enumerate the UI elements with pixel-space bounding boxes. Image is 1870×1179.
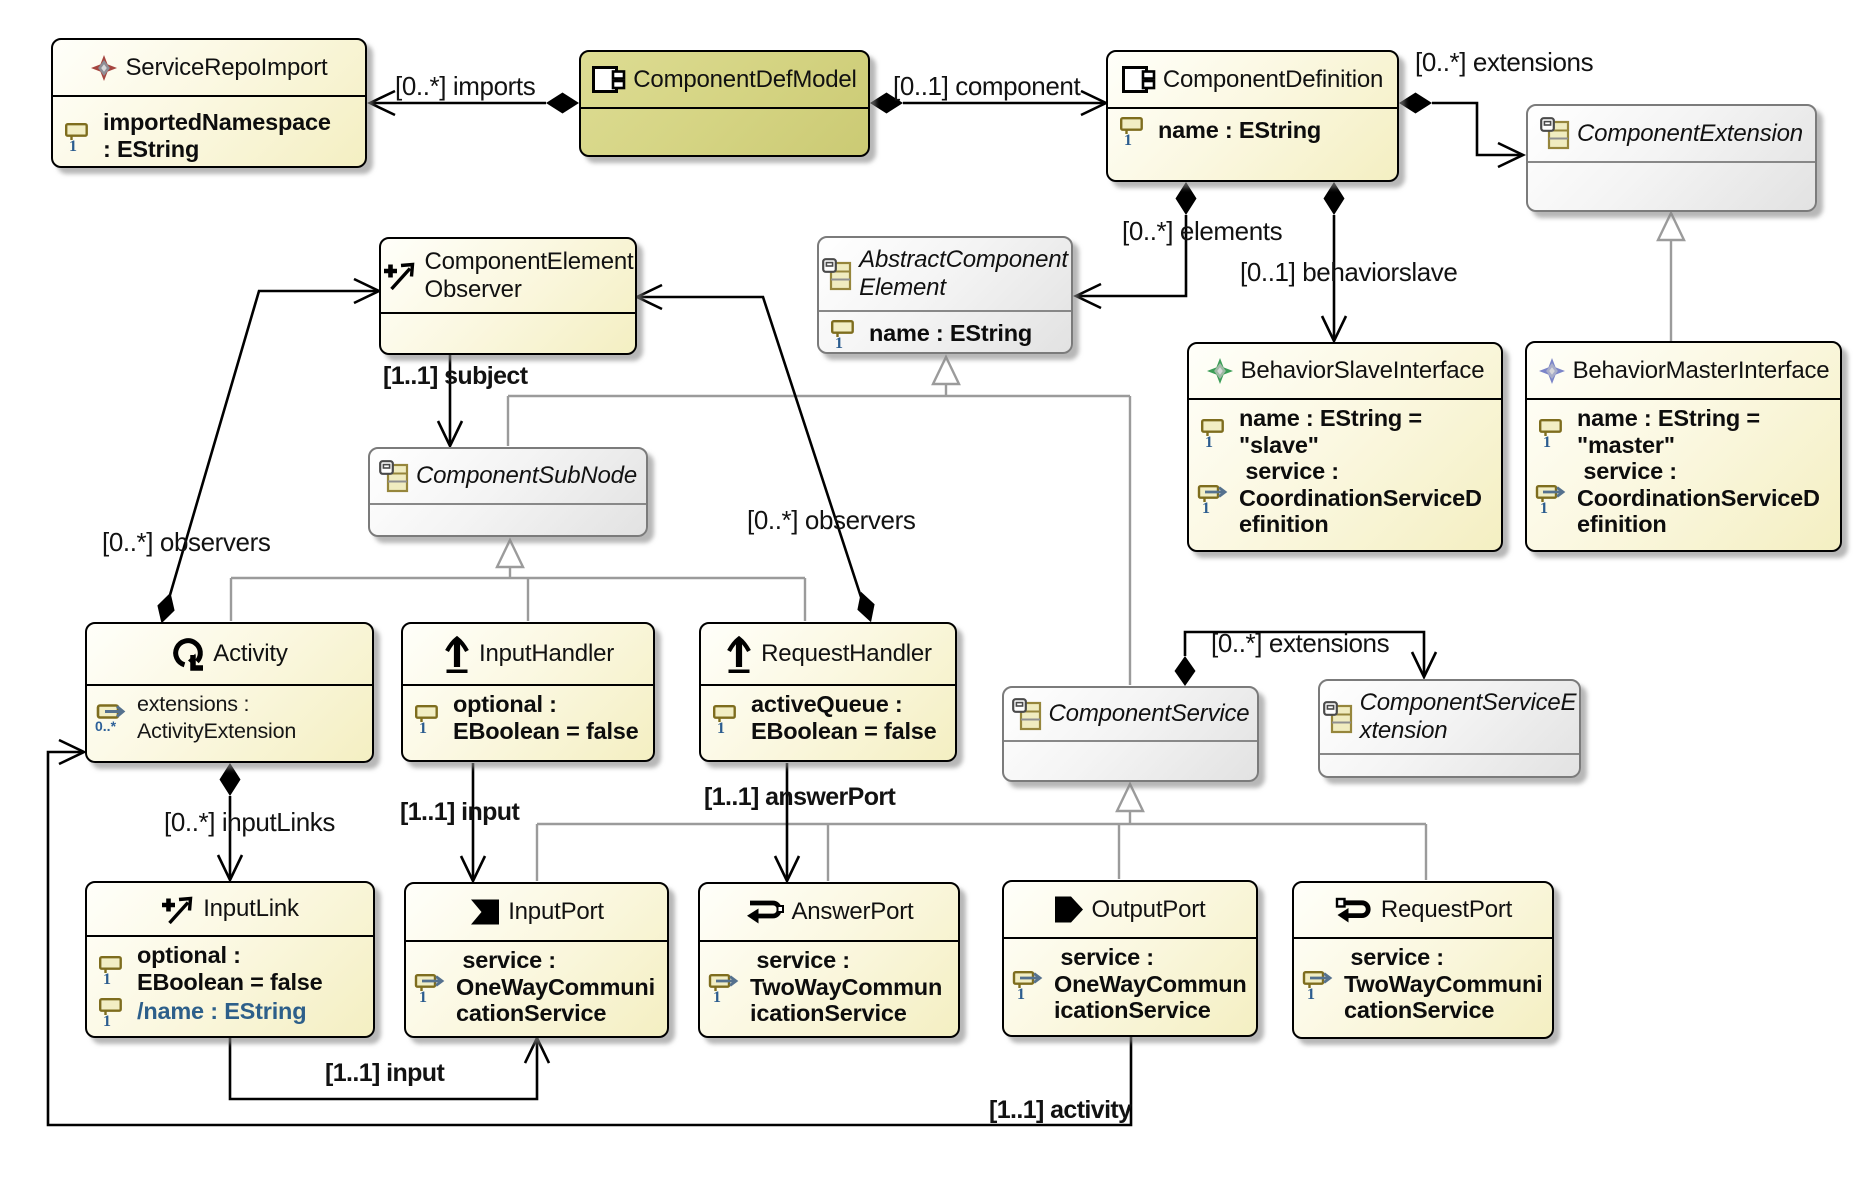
svg-text:1: 1 [419, 989, 427, 1003]
svg-text:1: 1 [1307, 986, 1315, 1000]
svg-text:1: 1 [713, 989, 721, 1003]
svg-text:0..*: 0..* [95, 718, 117, 734]
svg-text:1: 1 [103, 971, 111, 985]
svg-text:1: 1 [69, 138, 77, 152]
svg-text:1: 1 [1205, 434, 1213, 448]
svg-text:1: 1 [419, 720, 427, 734]
svg-text:1: 1 [1124, 132, 1132, 146]
svg-text:1: 1 [103, 1013, 111, 1027]
svg-text:1: 1 [1202, 500, 1210, 514]
svg-text:1: 1 [835, 335, 843, 349]
svg-text:1: 1 [717, 720, 725, 734]
svg-text:1: 1 [1543, 434, 1551, 448]
svg-text:1: 1 [1540, 500, 1548, 514]
svg-text:1: 1 [1017, 986, 1025, 1000]
